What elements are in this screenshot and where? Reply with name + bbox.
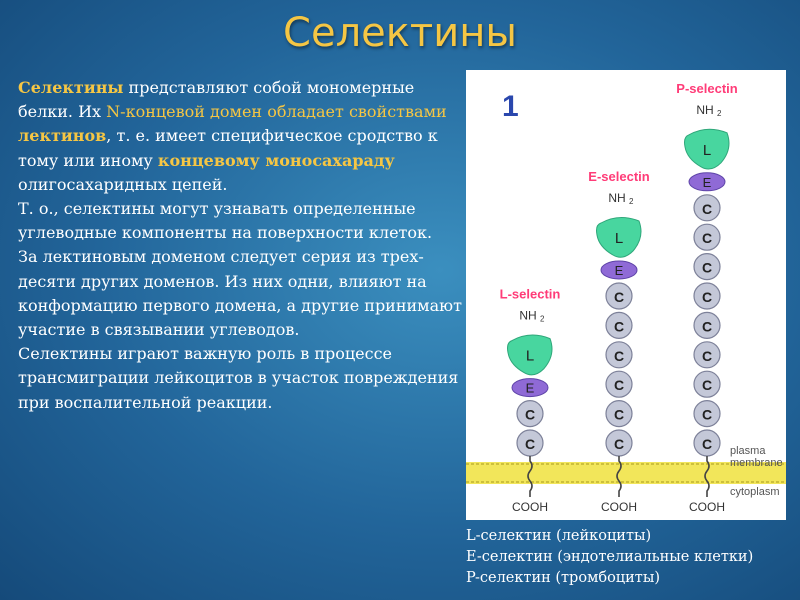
term-selectins: Селектины: [18, 78, 124, 97]
egf-domain-label: E: [703, 175, 712, 190]
cr-domain-shape: [693, 282, 721, 310]
term-n-terminal-domain: N-концевой домен: [106, 102, 263, 122]
paragraph-1: Селектины представляют собой мономерные …: [18, 76, 463, 197]
cr-domain-label: C: [614, 407, 624, 423]
cr-domain-label: C: [702, 260, 712, 276]
lectin-domain-shape: [507, 334, 553, 376]
cr-domain-label: C: [702, 201, 712, 217]
lectin-domain-label: L: [526, 348, 534, 365]
cr-domain-label: C: [614, 436, 624, 452]
cooh-label: COOH: [689, 500, 725, 514]
paragraph-3: За лектиновым доменом следует серия из т…: [18, 247, 462, 340]
transmembrane-segment: [616, 456, 622, 497]
transmembrane-segment: [704, 456, 710, 497]
legend-item-p-selectin: P-селектин (тромбоциты): [466, 570, 661, 586]
transmembrane-segment: [527, 456, 533, 497]
term-lectins: лектинов: [18, 126, 107, 146]
cr-domain-label: C: [614, 318, 624, 334]
nh2-label: NH: [696, 103, 713, 117]
egf-domain-shape: [511, 378, 549, 398]
membrane-label-line2: membrane: [730, 457, 783, 469]
lectin-domain-label: L: [703, 142, 711, 159]
body-text: Селектины представляют собой мономерные …: [18, 76, 463, 415]
cr-domain-shape: [605, 400, 633, 428]
cr-domain-shape: [605, 311, 633, 339]
cr-domain-shape: [693, 370, 721, 398]
cr-domain-shape: [693, 400, 721, 428]
term-terminal-monosaccharide: концевому моносахараду: [157, 150, 395, 170]
cr-domain-shape: [605, 282, 633, 310]
cr-domain-label: C: [702, 407, 712, 423]
cr-domain-shape: [693, 194, 721, 222]
molecule-name-label: P-selectin: [676, 81, 737, 96]
membrane-label-line1: plasma: [730, 445, 766, 457]
cr-domain-label: C: [702, 377, 712, 393]
lectin-domain-shape: [684, 128, 730, 170]
legend: L-селектин (лейкоциты) E-селектин (эндот…: [466, 526, 796, 589]
cr-domain-label: C: [702, 436, 712, 452]
cr-domain-label: C: [702, 318, 712, 334]
cytoplasm-label: cytoplasm: [730, 486, 780, 498]
cr-domain-shape: [605, 370, 633, 398]
lectin-domain-shape: [596, 217, 642, 258]
term-lectin-properties: обладает свойствами: [267, 102, 447, 122]
cr-domain-label: C: [702, 289, 712, 305]
cr-domain-shape: [605, 341, 633, 369]
nh2-subscript: 2: [717, 109, 722, 118]
lectin-domain-label: L: [615, 230, 623, 247]
cr-domain-shape: [693, 223, 721, 251]
molecule-name-label: L-selectin: [500, 287, 561, 302]
cooh-label: COOH: [601, 500, 637, 514]
cr-domain-label: C: [525, 407, 535, 423]
cr-domain-label: C: [614, 348, 624, 364]
cr-domain-label: C: [702, 348, 712, 364]
molecule-name-label: E-selectin: [588, 169, 649, 184]
nh2-label: NH: [608, 191, 625, 205]
paragraph-4: Селектины играют важную роль в процессе …: [18, 344, 459, 412]
slide-title: Селектины: [283, 10, 517, 56]
cr-domain-shape: [693, 341, 721, 369]
paragraph-2: Т. о., селектины могут узнавать определе…: [18, 199, 433, 243]
text-run: олигосахаридных цепей.: [18, 174, 228, 194]
egf-domain-shape: [600, 260, 638, 280]
cr-domain-shape: [693, 253, 721, 281]
egf-domain-shape: [688, 172, 726, 192]
cr-domain-shape: [516, 400, 544, 428]
cr-domain-label: C: [614, 289, 624, 305]
egf-domain-label: E: [615, 263, 624, 278]
text-run: , т. е. имеет специфическое сродство к т…: [18, 126, 438, 170]
cooh-label: COOH: [512, 500, 548, 514]
nh2-subscript: 2: [540, 315, 545, 324]
panel-number: 1: [502, 90, 519, 123]
cr-domain-label: C: [702, 230, 712, 246]
egf-domain-label: E: [526, 381, 535, 396]
legend-item-e-selectin: E-селектин (эндотелиальные клетки): [466, 549, 754, 565]
nh2-subscript: 2: [629, 197, 634, 206]
cr-domain-label: C: [525, 436, 535, 452]
legend-item-l-selectin: L-селектин (лейкоциты): [466, 528, 652, 544]
text-run: представляют собой мономерные белки. Их: [18, 78, 415, 122]
nh2-label: NH: [519, 309, 536, 323]
cr-domain-label: C: [614, 377, 624, 393]
cr-domain-shape: [693, 311, 721, 339]
